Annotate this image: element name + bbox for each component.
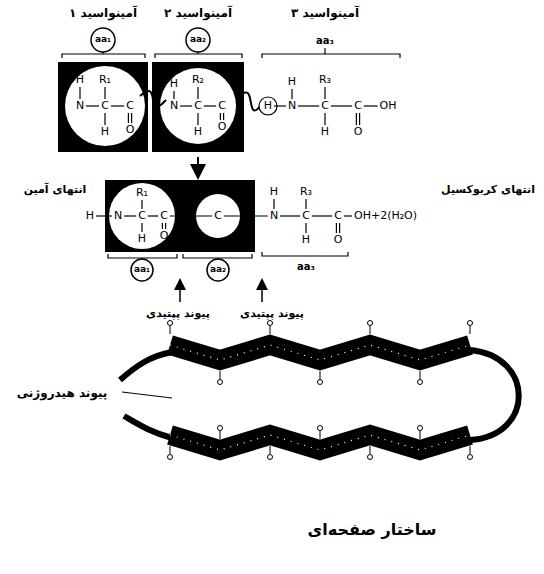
residue-tag: aa₁ — [134, 265, 150, 275]
end-label: انتهای آمین — [24, 184, 87, 196]
bond-line — [305, 223, 306, 233]
residue-tag: aa₂ — [190, 35, 206, 45]
atom-symbol: OH+2(H₂O) — [354, 210, 417, 222]
atom-symbol: C — [218, 100, 226, 112]
bond-line — [274, 105, 286, 106]
bond-line — [298, 105, 319, 106]
atom-symbol: R₃ — [300, 186, 312, 198]
atom-symbol: C — [160, 210, 168, 222]
atom-symbol: H — [170, 78, 178, 90]
bond-line — [224, 215, 268, 216]
structure-title: ساختار صفحه‌ای — [308, 521, 437, 539]
bond-line — [204, 105, 216, 106]
bond-line — [124, 215, 136, 216]
amino-acid-heading: آمینواسید ۳ — [291, 7, 359, 20]
bond-line — [273, 199, 274, 209]
bond-line — [359, 113, 360, 125]
bond-label: پیوند پپتیدی — [146, 308, 210, 320]
atom-symbol: O — [334, 234, 343, 246]
bond-line — [141, 200, 142, 209]
residue-tag: aa₃ — [316, 35, 334, 46]
bond-line — [197, 113, 198, 125]
atom-symbol: H — [86, 210, 94, 222]
bond-line — [96, 215, 112, 216]
bond-line — [356, 113, 357, 125]
bond-line — [220, 113, 221, 120]
bond-line — [104, 113, 105, 125]
bond-line — [79, 87, 80, 99]
atom-symbol: N — [76, 100, 84, 112]
bond-line — [291, 89, 292, 99]
atom-symbol: H — [138, 233, 146, 245]
bond-line — [336, 223, 337, 233]
bond-line — [180, 105, 192, 106]
atom-symbol: N — [270, 210, 278, 222]
bond-line — [128, 113, 129, 123]
atom-symbol: O — [160, 230, 169, 242]
atom-symbol: H — [264, 100, 272, 112]
bond-line — [86, 105, 99, 106]
bond-label: پیوند پپتیدی — [240, 308, 304, 320]
atom-symbol: O — [218, 121, 227, 133]
atom-symbol: OH — [380, 100, 397, 112]
bond-line — [324, 87, 325, 99]
amino-acid-heading: آمینواسید ۲ — [164, 7, 232, 20]
bond-line — [305, 199, 306, 209]
bond-line — [197, 87, 198, 99]
bond-line — [162, 223, 163, 229]
atom-symbol: R₂ — [192, 74, 204, 86]
atom-symbol: H — [76, 74, 84, 86]
atom-symbol: H — [101, 126, 109, 138]
amino-acid-heading: آمینواسید ۱ — [69, 7, 137, 20]
bond-line — [280, 215, 300, 216]
atom-symbol: C — [138, 210, 146, 222]
atom-symbol: H — [302, 234, 310, 246]
bond-line — [141, 223, 142, 232]
bond-label: پیوند هیدروژنی — [17, 387, 108, 400]
bond-line — [131, 113, 132, 123]
bond-line — [324, 113, 325, 125]
bond-line — [165, 223, 166, 229]
atom-symbol: O — [354, 126, 363, 138]
bond-line — [312, 215, 332, 216]
residue-tag: aa₂ — [210, 265, 226, 275]
atom-symbol: O — [126, 124, 135, 136]
atom-symbol: C — [354, 100, 362, 112]
atom-symbol: H — [288, 76, 296, 88]
bond-line — [344, 215, 352, 216]
bond-line — [148, 215, 158, 216]
atom-symbol: N — [170, 100, 178, 112]
atom-symbol: C — [334, 210, 342, 222]
atom-symbol: N — [288, 100, 296, 112]
atom-symbol: C — [302, 210, 310, 222]
atom-symbol: C — [214, 210, 222, 222]
atom-symbol: H — [194, 126, 202, 138]
bond-line — [173, 91, 174, 99]
atom-symbol: R₁ — [136, 187, 148, 199]
atom-symbol: H — [321, 126, 329, 138]
bond-line — [111, 105, 124, 106]
bond-line — [364, 105, 378, 106]
bond-line — [339, 223, 340, 233]
bond-line — [331, 105, 352, 106]
bond-line — [170, 215, 212, 216]
residue-tag: aa₃ — [297, 261, 315, 272]
atom-symbol: C — [126, 100, 134, 112]
bond-line — [223, 113, 224, 120]
atom-symbol: C — [194, 100, 202, 112]
atom-symbol: H — [270, 186, 278, 198]
atom-symbol: C — [101, 100, 109, 112]
end-label: انتهای کربوکسیل — [441, 184, 535, 196]
atom-symbol: R₁ — [99, 74, 111, 86]
bond-line — [104, 87, 105, 99]
atom-symbol: N — [114, 210, 122, 222]
residue-tag: aa₁ — [95, 35, 111, 45]
atom-symbol: C — [321, 100, 329, 112]
atom-symbol: R₃ — [319, 74, 331, 86]
